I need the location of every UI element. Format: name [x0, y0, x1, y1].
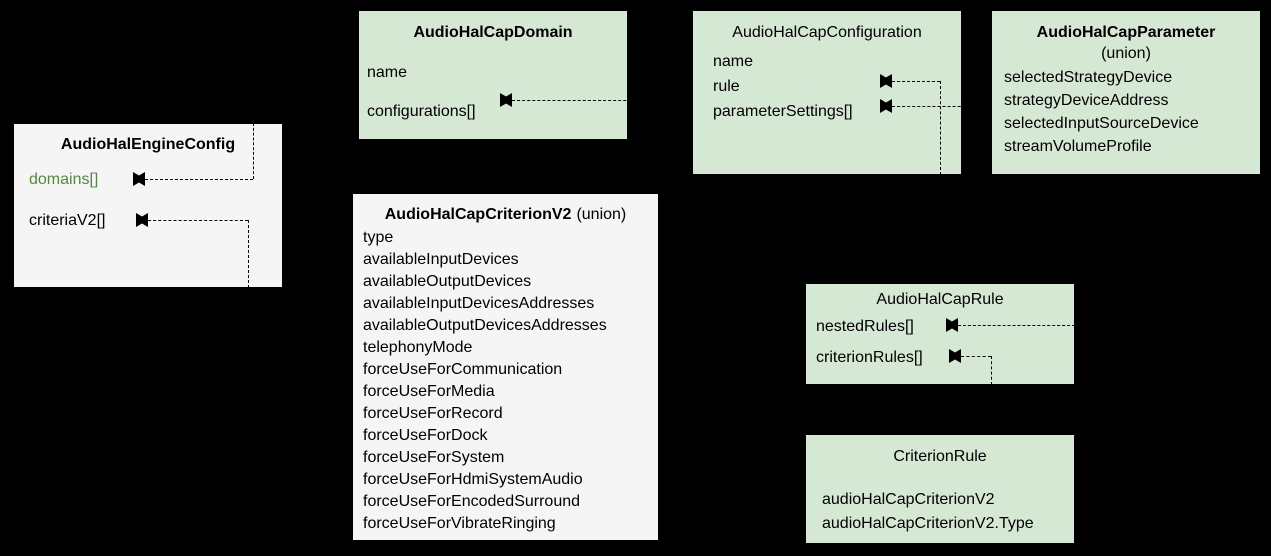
connector-nestedrules-horizontal [958, 325, 1075, 326]
connector-rule-horizontal [892, 81, 940, 82]
aggregation-diamond-configurations [500, 93, 524, 107]
connector-criterionrules-horizontal [961, 356, 991, 357]
field-configuration-parametersettings[interactable]: parameterSettings[] [713, 103, 853, 120]
connector-criterionrules-vertical [991, 356, 992, 385]
aggregation-diamond-nestedrules [946, 318, 970, 332]
field-configuration-name[interactable]: name [713, 53, 754, 70]
class-title-suffix-audiohalcapparameter: (union) [1101, 45, 1151, 62]
field-domain-name[interactable]: name [367, 64, 408, 81]
field-parameter-strategydeviceaddress[interactable]: strategyDeviceAddress [1004, 92, 1169, 109]
connector-parametersettings-horizontal [892, 106, 991, 107]
connector-domains-vertical [253, 123, 254, 179]
field-criterion-forceuseforcommunication[interactable]: forceUseForCommunication [363, 361, 563, 378]
class-title-criterionrule: CriterionRule [893, 448, 987, 465]
connector-criteriav2-horizontal [148, 220, 248, 221]
aggregation-diamond-parametersettings [880, 99, 904, 113]
class-box-audiohalcapdomain[interactable]: AudioHalCapDomain name configurations[] [358, 10, 628, 140]
class-title-text: AudioHalCapParameter [1036, 24, 1216, 41]
class-title-audiohalcapdomain: AudioHalCapDomain [413, 24, 573, 41]
field-criterionrule-audiohalcapcriterionv2-type[interactable]: audioHalCapCriterionV2.Type [822, 515, 1034, 532]
field-criterion-forceuseforsystem[interactable]: forceUseForSystem [363, 449, 505, 466]
field-criterion-forceuseforencodedsurround[interactable]: forceUseForEncodedSurround [363, 493, 581, 510]
connector-criteriav2-vertical [248, 220, 249, 288]
class-title-audiohalcaprule: AudioHalCapRule [876, 291, 1004, 308]
field-rule-criterionrules[interactable]: criterionRules[] [816, 349, 923, 366]
class-title-audiohalcapparameter: AudioHalCapParameter [992, 24, 1260, 42]
field-rule-nestedrules[interactable]: nestedRules[] [816, 318, 914, 335]
aggregation-diamond-criterionrules [949, 349, 973, 363]
aggregation-diamond-rule [880, 74, 904, 88]
field-criterion-forceuseforrecord[interactable]: forceUseForRecord [363, 405, 503, 422]
field-criterion-type[interactable]: type [363, 229, 394, 246]
field-configuration-rule[interactable]: rule [713, 78, 740, 95]
field-parameter-streamvolumeprofile[interactable]: streamVolumeProfile [1004, 138, 1152, 155]
field-criterion-forceuseformedia[interactable]: forceUseForMedia [363, 383, 495, 400]
field-criteriav2[interactable]: criteriaV2[] [29, 212, 106, 229]
field-criterion-forceusefordock[interactable]: forceUseForDock [363, 427, 488, 444]
field-parameter-selectedstrategydevice[interactable]: selectedStrategyDevice [1004, 69, 1173, 86]
field-criterion-availableoutputdevices[interactable]: availableOutputDevices [363, 273, 532, 290]
class-title-audiohalcapconfiguration: AudioHalCapConfiguration [732, 24, 922, 41]
field-criterion-availableoutputdevicesaddresses[interactable]: availableOutputDevicesAddresses [363, 317, 607, 334]
field-criterion-forceuseforhdmisystemaudio[interactable]: forceUseForHdmiSystemAudio [363, 471, 583, 488]
field-parameter-selectedinputsourcedevice[interactable]: selectedInputSourceDevice [1004, 115, 1199, 132]
field-domain-configurations[interactable]: configurations[] [367, 103, 476, 120]
field-criterion-availableinputdevices[interactable]: availableInputDevices [363, 251, 519, 268]
class-title-suffix: (union) [576, 206, 627, 223]
class-title-audiohalcapcriterionv2: AudioHalCapCriterionV2(union) [353, 206, 658, 224]
class-box-audiohalcapcriterionv2[interactable]: AudioHalCapCriterionV2(union) type avail… [352, 193, 659, 541]
class-box-audiohalcaprule[interactable]: AudioHalCapRule nestedRules[] criterionR… [805, 283, 1075, 385]
class-title-audiohalengineconfig: AudioHalEngineConfig [60, 136, 236, 153]
field-criterion-telephonymode[interactable]: telephonyMode [363, 339, 473, 356]
class-box-audiohalengineconfig[interactable]: AudioHalEngineConfig domains[] criteriaV… [13, 123, 283, 288]
connector-domains-horizontal [145, 179, 253, 180]
field-domains[interactable]: domains[] [29, 171, 99, 188]
connector-configurations-horizontal [512, 100, 692, 101]
class-box-audiohalcapconfiguration[interactable]: AudioHalCapConfiguration name rule param… [692, 10, 962, 175]
class-title-text: AudioHalCapCriterionV2 [384, 206, 572, 223]
field-criterion-forceuseforvibrateringing[interactable]: forceUseForVibrateRinging [363, 515, 556, 532]
class-box-audiohalcapparameter[interactable]: AudioHalCapParameter (union) selectedStr… [991, 10, 1261, 175]
connector-rule-vertical [940, 81, 941, 175]
aggregation-diamond-criteriav2 [136, 213, 160, 227]
field-criterion-availableinputdevicesaddresses[interactable]: availableInputDevicesAddresses [363, 295, 595, 312]
class-box-criterionrule[interactable]: CriterionRule audioHalCapCriterionV2 aud… [805, 434, 1075, 544]
field-criterionrule-audiohalcapcriterionv2[interactable]: audioHalCapCriterionV2 [822, 491, 995, 508]
aggregation-diamond-domains [133, 172, 157, 186]
